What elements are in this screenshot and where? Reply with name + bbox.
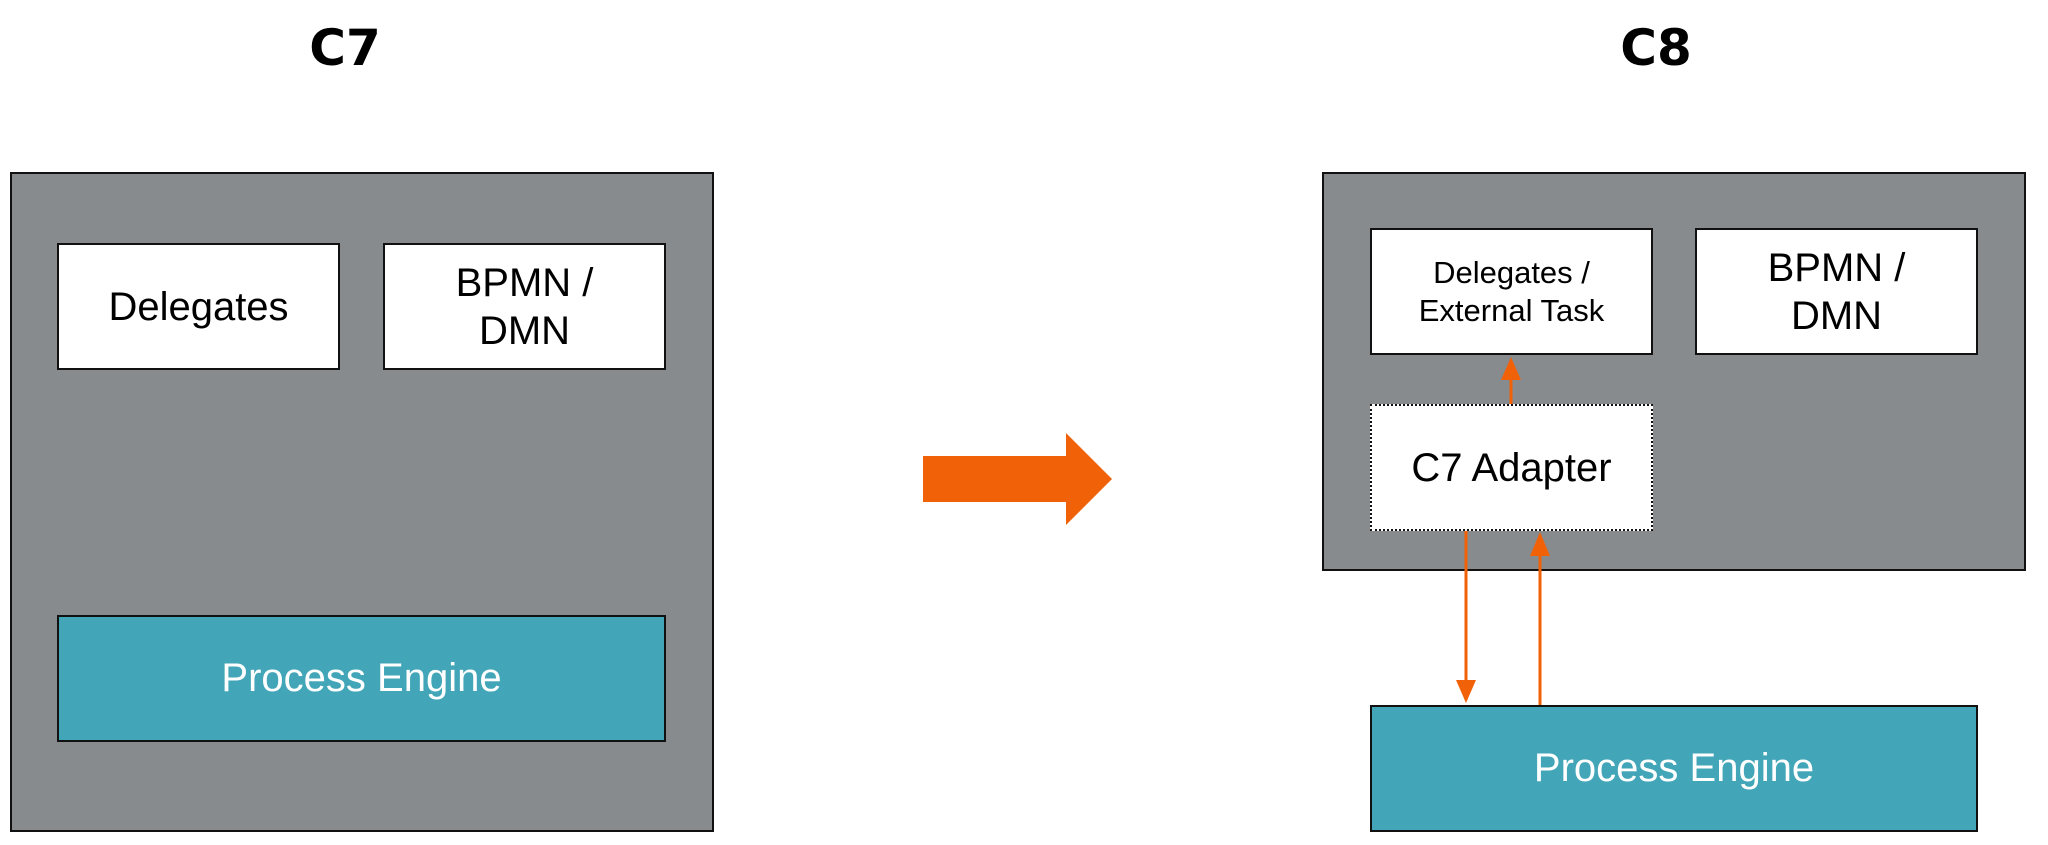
- arrow-down-icon: [1456, 680, 1476, 703]
- c7-process-engine-label: Process Engine: [221, 656, 502, 700]
- c7-process-engine-box: Process Engine: [57, 615, 666, 742]
- c7-adapter-label: C7 Adapter: [1411, 445, 1612, 490]
- c7-bpmn-dmn-box: BPMN / DMN: [383, 243, 666, 370]
- arrow-up-icon: [1530, 532, 1550, 556]
- c8-process-engine-box: Process Engine: [1370, 705, 1978, 832]
- c8-external-task-label: External Task: [1418, 292, 1605, 328]
- c8-process-engine-label: Process Engine: [1533, 746, 1815, 790]
- c7-bpmn-label: BPMN /: [455, 260, 594, 305]
- c7-dmn-label: DMN: [478, 308, 571, 353]
- adapter-to-engine-arrow: [1456, 531, 1476, 703]
- arrow-right-icon: [923, 433, 1112, 525]
- c7-title: C7: [309, 19, 381, 77]
- adapter-to-delegates-arrow: [1501, 357, 1521, 404]
- c7-adapter-box: C7 Adapter: [1370, 404, 1653, 531]
- c7-delegates-label: Delegates: [108, 284, 289, 329]
- c8-delegates-box: Delegates / External Task: [1370, 228, 1653, 355]
- c8-title: C8: [1620, 19, 1692, 77]
- engine-to-adapter-arrow: [1530, 532, 1550, 705]
- c8-delegates-label: Delegates /: [1433, 255, 1590, 291]
- arrow-up-icon: [1501, 357, 1521, 380]
- c8-bpmn-dmn-box: BPMN / DMN: [1695, 228, 1978, 355]
- c8-dmn-label: DMN: [1790, 293, 1883, 338]
- c8-bpmn-label: BPMN /: [1767, 245, 1906, 290]
- c7-delegates-box: Delegates: [57, 243, 340, 370]
